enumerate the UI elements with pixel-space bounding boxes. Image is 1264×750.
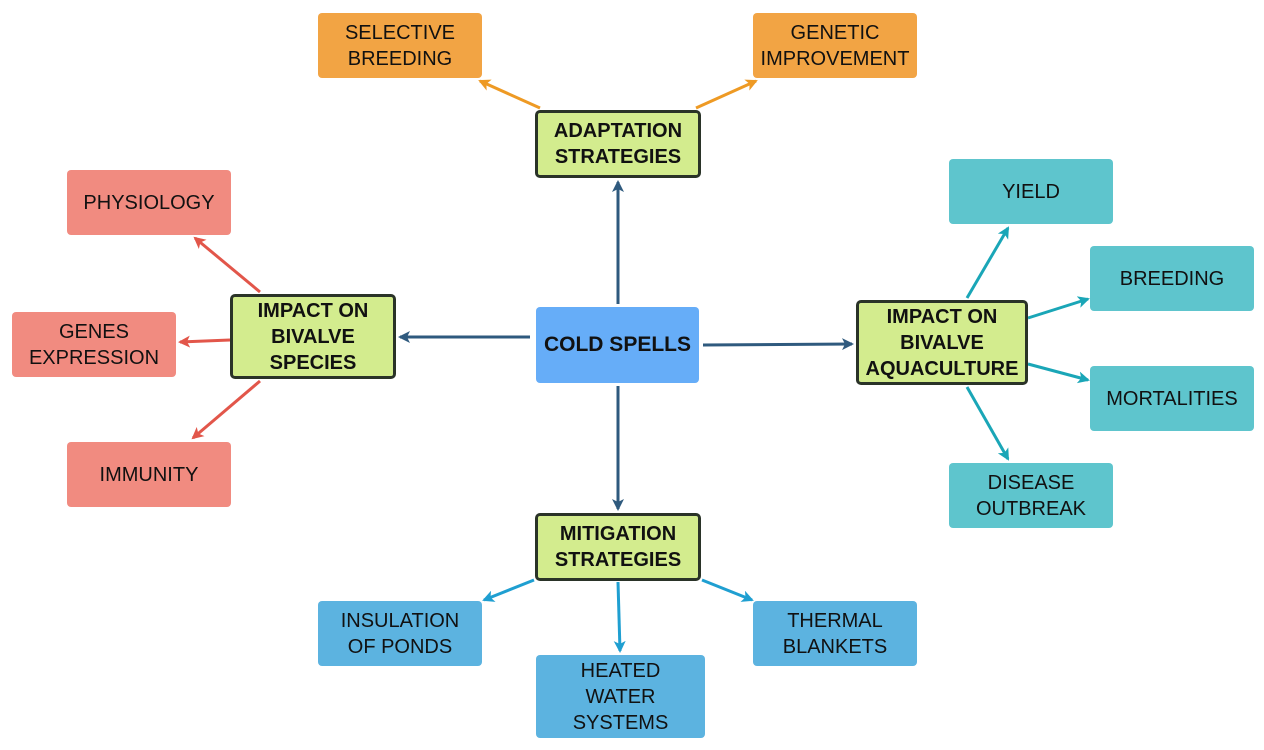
- selective-breeding-node: SELECTIVE BREEDING: [318, 13, 482, 78]
- disease-outbreak-node: DISEASE OUTBREAK: [949, 463, 1113, 528]
- arrow-aquaculture-to-mortalities: [1027, 362, 1090, 384]
- impact-on-bivalve-aquaculture-node: IMPACT ON BIVALVE AQUACULTURE: [856, 300, 1028, 385]
- cold-spells-node: COLD SPELLS: [536, 307, 699, 383]
- arrow-mitigation-to-insulation: [482, 578, 535, 602]
- arrow-center-to-aquaculture: [702, 338, 854, 351]
- arrow-adaptation-to-genetic-improvement: [695, 79, 758, 110]
- arrow-aquaculture-to-disease-outbreak: [965, 386, 1010, 461]
- mitigation-strategies-node: MITIGATION STRATEGIES: [535, 513, 701, 581]
- arrow-aquaculture-to-yield: [965, 226, 1010, 299]
- breeding-node: BREEDING: [1090, 246, 1254, 311]
- arrow-mitigation-to-heated-water: [613, 581, 626, 653]
- insulation-of-ponds-node: INSULATION OF PONDS: [318, 601, 482, 666]
- mortalities-node: MORTALITIES: [1090, 366, 1254, 431]
- impact-on-bivalve-species-node: IMPACT ON BIVALVE SPECIES: [230, 294, 396, 379]
- arrow-species-to-immunity: [191, 379, 261, 440]
- arrow-mitigation-to-thermal-blankets: [701, 578, 754, 602]
- physiology-node: PHYSIOLOGY: [67, 170, 231, 235]
- thermal-blankets-node: THERMAL BLANKETS: [753, 601, 917, 666]
- adaptation-strategies-node: ADAPTATION STRATEGIES: [535, 110, 701, 178]
- arrow-species-to-physiology: [193, 236, 261, 294]
- arrow-species-to-genes-expression: [178, 335, 231, 348]
- yield-node: YIELD: [949, 159, 1113, 224]
- immunity-node: IMMUNITY: [67, 442, 231, 507]
- genes-expression-node: GENES EXPRESSION: [12, 312, 176, 377]
- arrow-aquaculture-to-breeding: [1027, 296, 1090, 320]
- genetic-improvement-node: GENETIC IMPROVEMENT: [753, 13, 917, 78]
- arrow-adaptation-to-selective-breeding: [478, 79, 541, 110]
- heated-water-systems-node: HEATED WATER SYSTEMS: [536, 655, 705, 738]
